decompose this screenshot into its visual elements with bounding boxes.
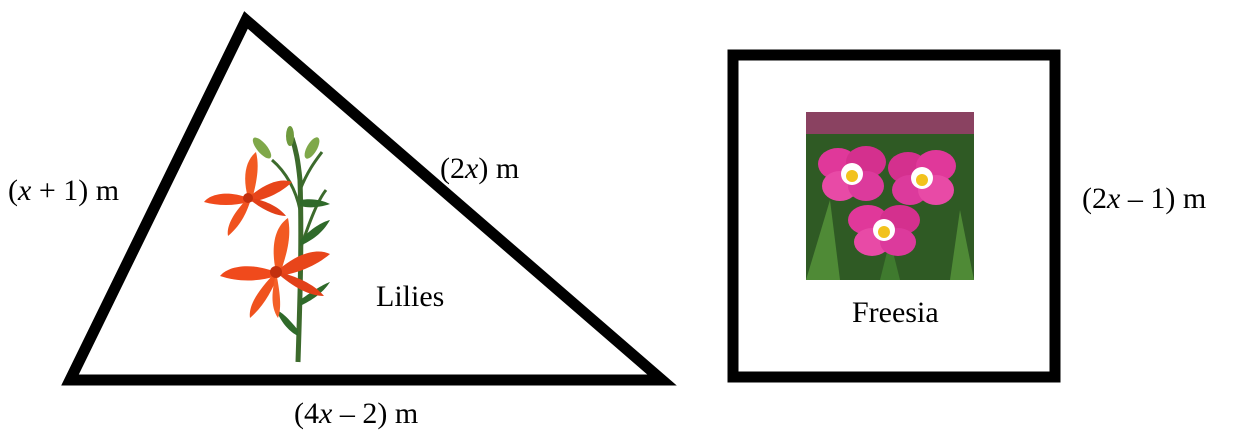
freesia-image: [806, 112, 974, 280]
freesia-label: Freesia: [852, 296, 939, 329]
square-side-label: (2x – 1) m: [1082, 182, 1206, 215]
square-bed-outline: [727, 49, 1061, 383]
triangle-right-side-label: (2x) m: [440, 152, 519, 185]
triangle-left-side-label: (x + 1) m: [8, 174, 119, 207]
triangle-base-label: (4x – 2) m: [294, 397, 418, 430]
lily-image: [204, 126, 330, 363]
triangle-bed-outline: [61, 11, 677, 386]
lilies-label: Lilies: [376, 280, 444, 313]
